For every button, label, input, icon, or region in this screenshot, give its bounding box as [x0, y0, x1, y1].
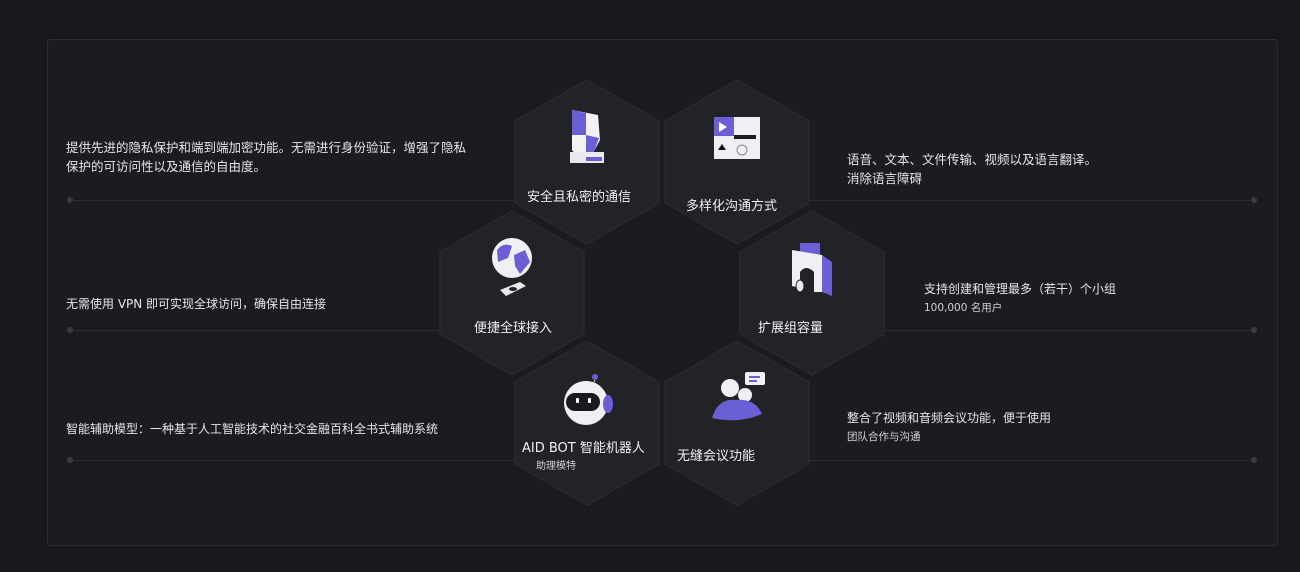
robot-icon — [564, 374, 613, 425]
connector-dot — [1251, 327, 1257, 333]
connector-dot — [67, 197, 73, 203]
description-line: 支持创建和管理最多（若干）个小组 — [924, 282, 1117, 296]
feature-title-bot: AID BOT 智能机器人 — [522, 441, 645, 456]
connector-line — [880, 330, 1255, 331]
feature-subtitle-bot: 助理模特 — [536, 461, 576, 472]
feature-title-meeting: 无缝会议功能 — [677, 449, 756, 464]
description-line: 无需使用 VPN 即可实现全球访问，确保自由连接 — [66, 297, 327, 311]
hexagon-group[interactable] — [739, 210, 885, 376]
feature-title-secure: 安全且私密的通信 — [527, 190, 632, 205]
connector-dot — [67, 457, 73, 463]
description-line: 消除语言障碍 — [847, 171, 923, 186]
globe-icon — [492, 238, 532, 296]
connector-line — [70, 460, 520, 461]
shield-icon — [570, 110, 604, 163]
hexagon-diverse[interactable] — [664, 79, 810, 245]
connector-line — [70, 200, 520, 201]
wallet-group-icon — [792, 243, 832, 296]
connector-line — [805, 200, 1255, 201]
connector-line — [70, 330, 445, 331]
media-cube-icon — [714, 117, 760, 159]
hexagon-meeting[interactable] — [664, 340, 810, 506]
description-line: 100,000 名用户 — [924, 302, 1003, 314]
description-line: 团队合作与沟通 — [847, 431, 921, 443]
feature-description-bot: 智能辅助模型：一种基于人工智能技术的社交金融百科全书式辅助系统 — [66, 420, 438, 439]
description-line: 智能辅助模型：一种基于人工智能技术的社交金融百科全书式辅助系统 — [66, 422, 439, 436]
meeting-icon — [712, 372, 765, 421]
connector-line — [805, 460, 1255, 461]
feature-description-global: 无需使用 VPN 即可实现全球访问，确保自由连接 — [66, 295, 326, 314]
feature-title-diverse: 多样化沟通方式 — [686, 199, 778, 214]
description-line: 语音、文本、文件传输、视频以及语言翻译。 — [847, 152, 1098, 167]
feature-title-global: 便捷全球接入 — [474, 321, 553, 336]
features-panel — [47, 39, 1278, 546]
description-line: 提供先进的隐私保护和端到端加密功能。无需进行身份验证，增强了隐私 — [66, 140, 467, 155]
connector-dot — [1251, 457, 1257, 463]
description-line: 保护的可访问性以及通信的自由度。 — [66, 159, 267, 174]
feature-description-secure: 提供先进的隐私保护和端到端加密功能。无需进行身份验证，增强了隐私 保护的可访问性… — [66, 138, 466, 176]
feature-description-group: 支持创建和管理最多（若干）个小组 100,000 名用户 — [924, 280, 1116, 318]
connector-dot — [1251, 197, 1257, 203]
feature-description-meeting: 整合了视频和音频会议功能，便于使用 团队合作与沟通 — [847, 409, 1051, 447]
connector-dot — [67, 327, 73, 333]
feature-title-group: 扩展组容量 — [758, 321, 824, 336]
feature-description-diverse: 语音、文本、文件传输、视频以及语言翻译。 消除语言障碍 — [847, 150, 1097, 188]
description-line: 整合了视频和音频会议功能，便于使用 — [847, 411, 1052, 425]
